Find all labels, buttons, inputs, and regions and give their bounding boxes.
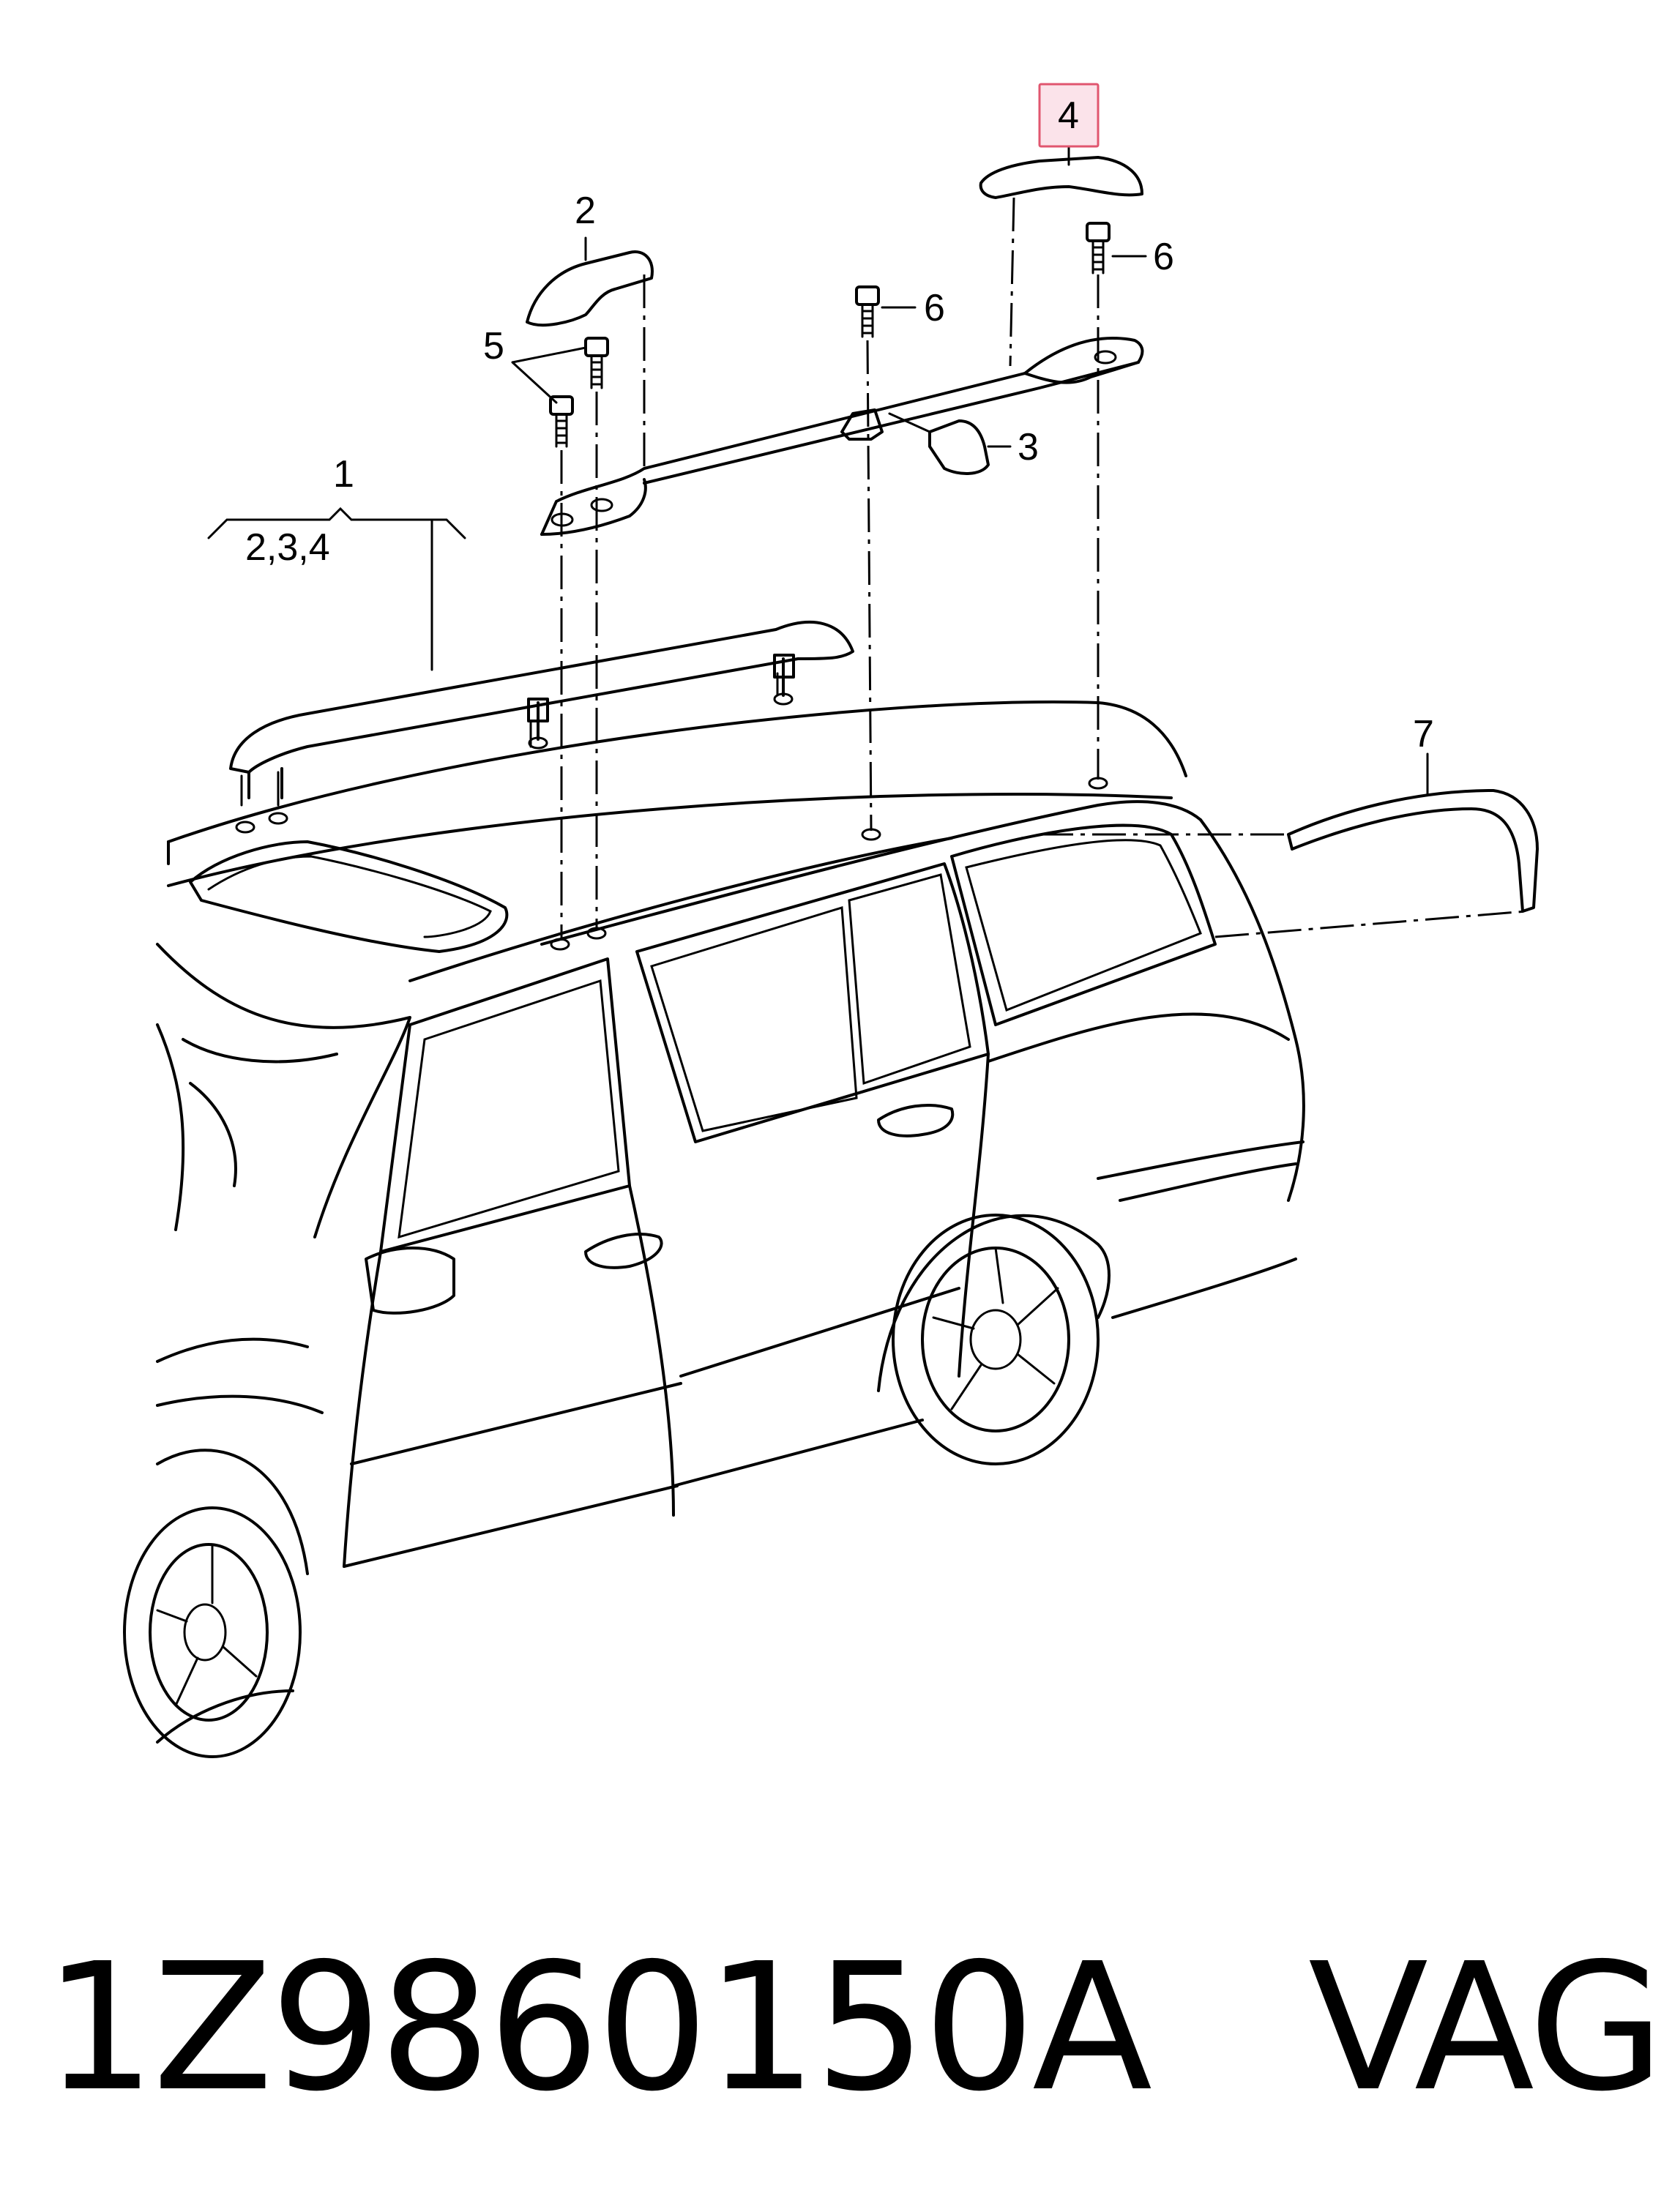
rear-wheel — [892, 1214, 1100, 1465]
front-wheel — [123, 1506, 302, 1758]
bolt-6b — [1086, 222, 1111, 274]
bracket-part-3 — [928, 419, 990, 475]
end-cap-part-2 — [526, 250, 654, 327]
roof-rail-assembled — [229, 621, 854, 799]
label-7: 7 — [1413, 713, 1434, 755]
label-2: 2 — [575, 190, 596, 232]
part-number: 1Z9860150A — [44, 1925, 1152, 2130]
side-mirror — [365, 1247, 455, 1315]
bolt-6a — [855, 285, 880, 338]
label-1: 1 — [333, 453, 354, 496]
label-6-a: 6 — [924, 287, 945, 329]
sunroof — [189, 840, 509, 953]
assembly-lines — [560, 197, 1527, 941]
bolt-5b — [584, 337, 609, 389]
front-door-handle — [584, 1233, 663, 1269]
seal-part-7 — [1287, 789, 1539, 913]
car-body — [123, 700, 1305, 1758]
label-1-subparts: 2,3,4 — [245, 526, 330, 569]
label-5: 5 — [483, 325, 504, 367]
brand-name: VAG — [1308, 1925, 1665, 2130]
rear-door-handle — [877, 1104, 955, 1137]
roof-rail-part-4 — [540, 337, 1144, 536]
label-3: 3 — [1018, 426, 1039, 468]
label-4: 4 — [1058, 94, 1079, 137]
leader-lines — [207, 145, 1429, 796]
end-cap-part-4 — [979, 156, 1143, 199]
part-number-caption: 1Z9860150A VAG — [44, 1918, 1665, 2137]
bolt-5a — [549, 395, 574, 448]
label-6-b: 6 — [1153, 236, 1174, 278]
highlight-box — [1038, 83, 1100, 148]
